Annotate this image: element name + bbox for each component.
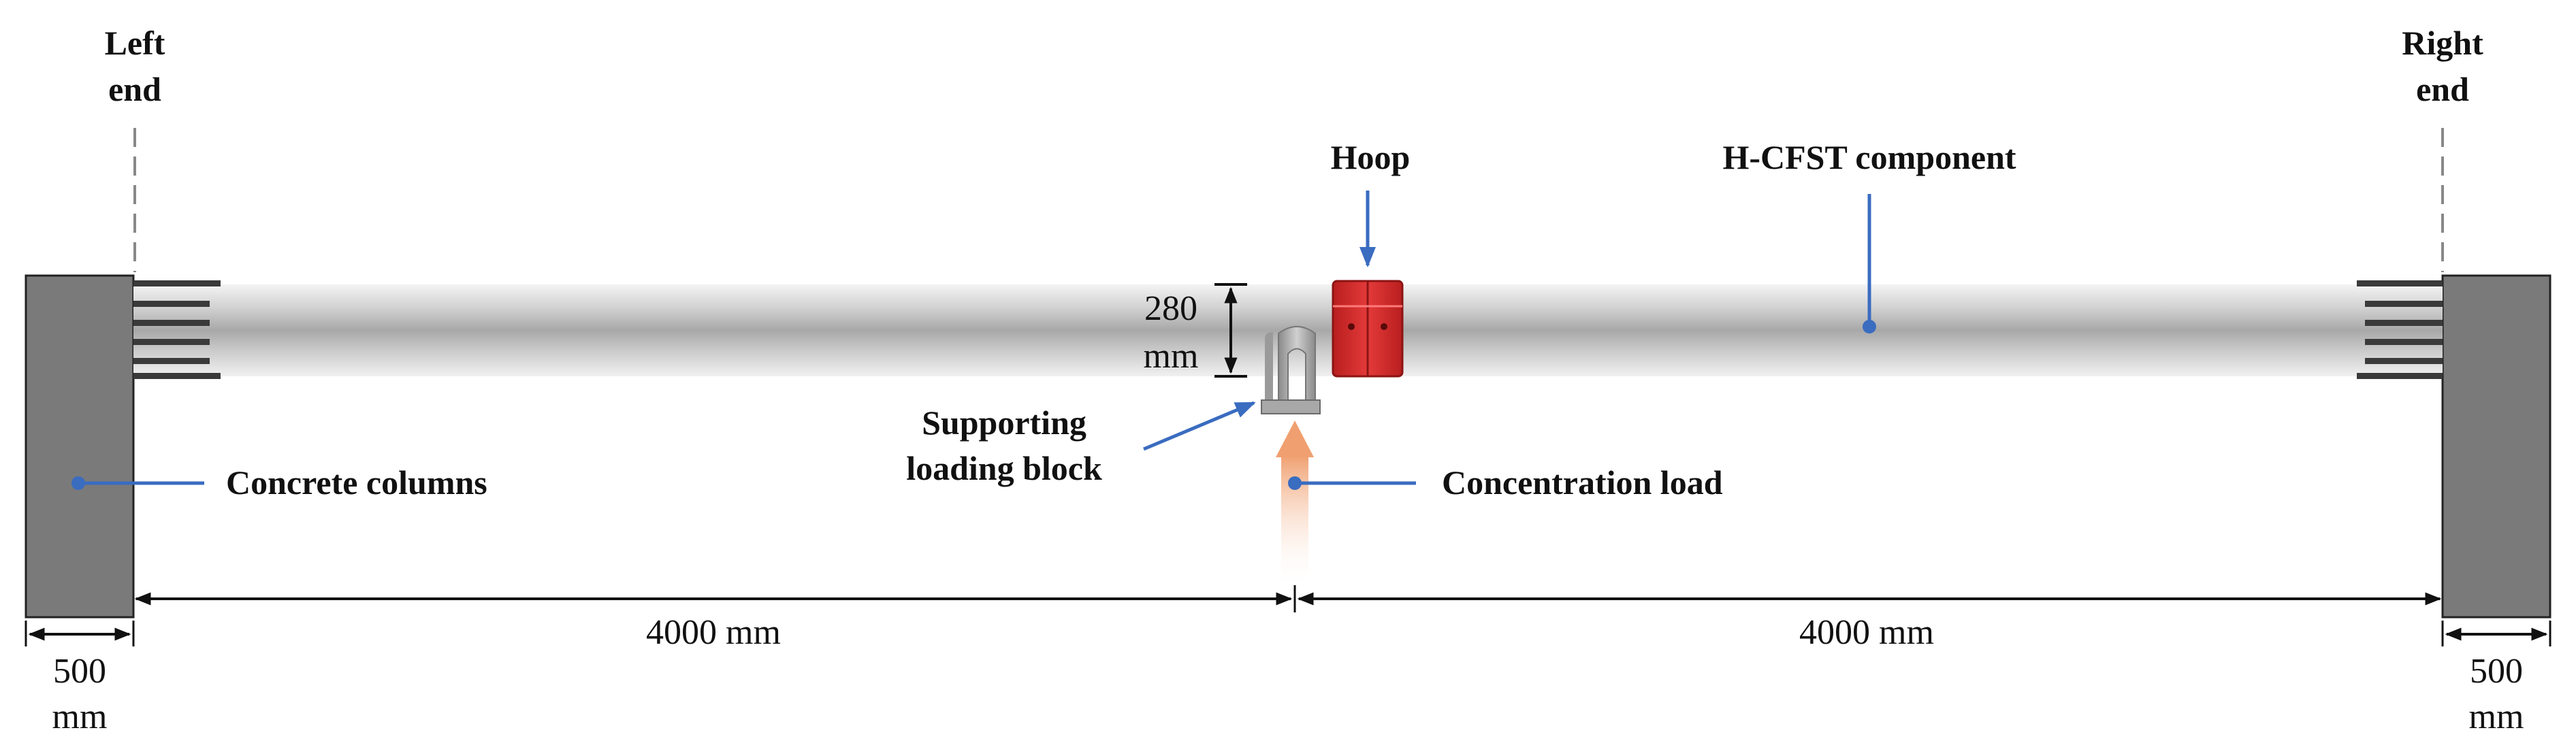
left-end-label-line2: end: [108, 70, 161, 108]
col-left-value-label: 500: [53, 652, 106, 691]
right-end-bolts: [2357, 280, 2443, 379]
height-unit-label: mm: [1144, 337, 1199, 376]
hoop-clamp: [1332, 280, 1404, 378]
hoop-label: Hoop: [1331, 138, 1411, 176]
column-width-dimensions: [25, 621, 2551, 646]
height-dimension: [1214, 283, 1247, 378]
block-label-line2: loading block: [906, 449, 1102, 487]
left-concrete-column: [25, 274, 135, 619]
span-dimension-lines: [134, 585, 2442, 612]
supporting-loading-block: [1261, 326, 1321, 414]
col-right-value-label: 500: [2470, 652, 2523, 691]
col-right-unit-label: mm: [2469, 697, 2524, 736]
span-right-label: 4000 mm: [1799, 613, 1934, 652]
concentration-load-arrow: [1276, 421, 1314, 589]
load-label: Concentration load: [1442, 463, 1723, 502]
right-concrete-column: [2441, 274, 2551, 619]
height-value-label: 280: [1144, 289, 1197, 328]
left-end-bolts: [133, 280, 221, 379]
component-label: H-CFST component: [1722, 138, 2016, 176]
right-end-label-line2: end: [2416, 70, 2469, 108]
span-left-label: 4000 mm: [646, 613, 781, 652]
right-end-label-line1: Right: [2402, 24, 2483, 62]
col-left-unit-label: mm: [52, 697, 108, 736]
leader-lines: [71, 191, 1876, 490]
left-end-label-line1: Left: [105, 24, 165, 62]
block-label-line1: Supporting: [922, 404, 1086, 442]
columns-label: Concrete columns: [226, 463, 487, 502]
